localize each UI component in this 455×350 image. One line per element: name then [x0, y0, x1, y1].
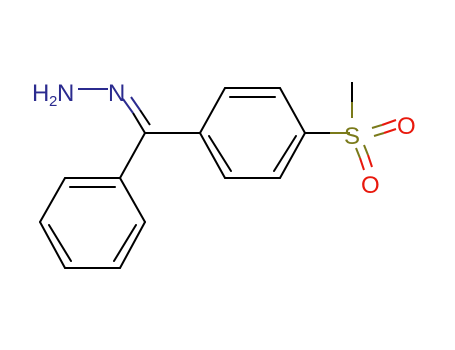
oxygen-label-lower: O — [361, 172, 380, 199]
amine-n-label: N — [57, 80, 74, 107]
bond — [39, 221, 66, 269]
bond — [119, 221, 146, 269]
imine-double-bond — [122, 96, 151, 134]
aryl-ring — [199, 87, 306, 179]
sulfur-label: S — [344, 123, 360, 150]
bond — [381, 119, 397, 126]
amine-h-label: H — [32, 80, 49, 107]
oxygen-label-upper: O — [397, 113, 416, 140]
bond — [279, 87, 306, 134]
bond — [355, 147, 361, 159]
bond — [273, 135, 297, 172]
bond — [119, 132, 146, 179]
bond — [359, 157, 365, 171]
amine-subscript-label: 2 — [49, 93, 57, 110]
bond — [132, 112, 146, 134]
bond — [139, 109, 151, 126]
phenyl-ring — [39, 177, 146, 269]
bond — [383, 128, 397, 134]
bond — [363, 144, 369, 156]
bond — [39, 177, 66, 223]
bond — [113, 224, 137, 262]
bond — [48, 224, 72, 262]
imine-n-label: N — [108, 80, 125, 107]
bond — [130, 96, 141, 111]
bond — [208, 135, 232, 172]
bond — [199, 87, 226, 134]
bond — [371, 124, 383, 129]
bond — [122, 98, 134, 114]
bond — [119, 177, 146, 223]
bond — [373, 132, 385, 137]
bond — [199, 132, 226, 179]
bond — [279, 132, 306, 179]
bond — [367, 154, 373, 168]
